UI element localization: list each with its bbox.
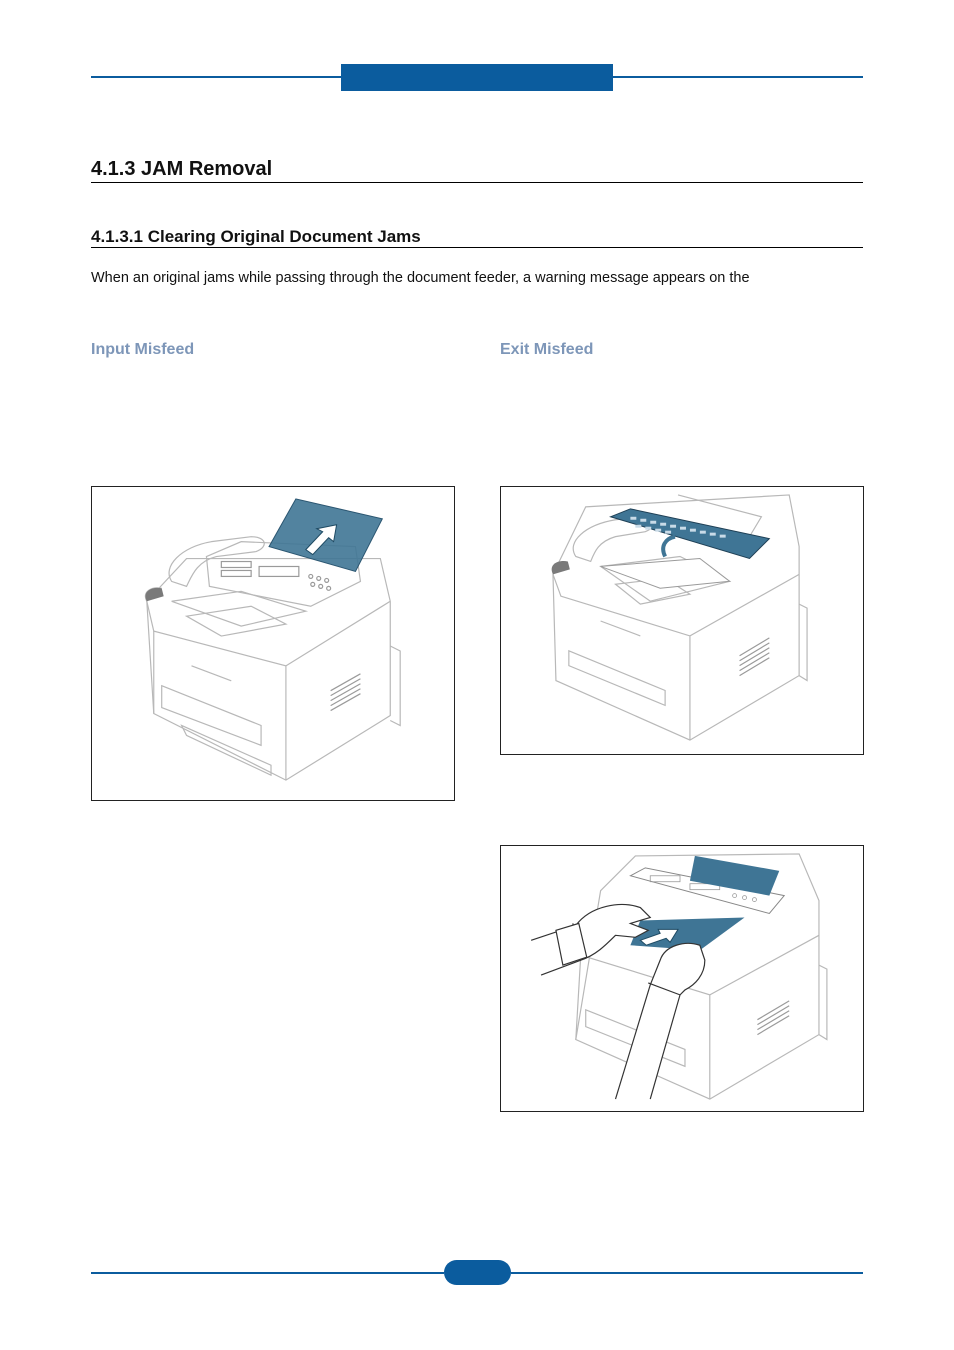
printer-illustration <box>145 498 401 781</box>
exit-misfeed-pull-figure <box>500 845 864 1112</box>
exit-misfeed-open-figure <box>500 486 864 755</box>
header-rule-right <box>613 76 863 78</box>
header-bar <box>341 64 613 91</box>
section-heading: 4.1.3 JAM Removal <box>91 157 863 183</box>
page-number-badge <box>444 1260 511 1285</box>
body-paragraph: When an original jams while passing thro… <box>91 270 750 286</box>
header-rule-left <box>91 76 341 78</box>
input-misfeed-figure <box>91 486 455 801</box>
footer-rule-right <box>511 1272 863 1274</box>
input-misfeed-heading: Input Misfeed <box>91 341 195 358</box>
subsection-heading: 4.1.3.1 Clearing Original Document Jams <box>91 227 863 248</box>
exit-misfeed-heading: Exit Misfeed <box>500 341 594 358</box>
footer-rule-left <box>91 1272 444 1274</box>
printer-pull-paper-illustration <box>530 853 828 1100</box>
printer-open-cover-illustration <box>551 494 808 741</box>
